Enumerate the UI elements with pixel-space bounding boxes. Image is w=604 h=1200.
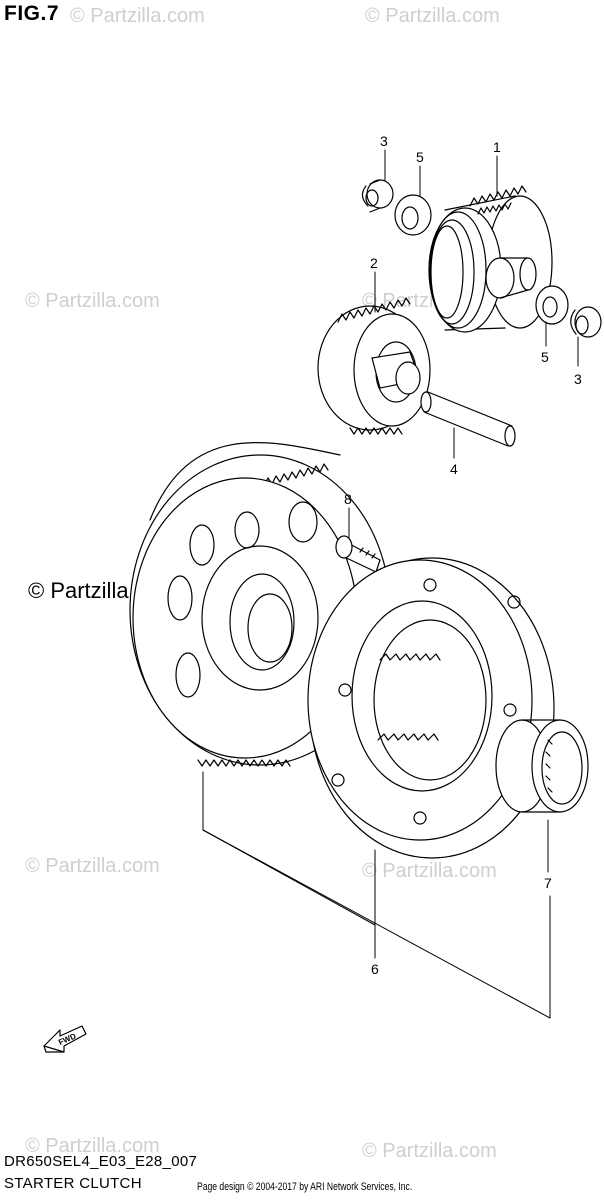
part-6-starter-clutch: [307, 557, 555, 859]
callout-1: 1: [493, 139, 501, 155]
callout-leaders: [202, 149, 579, 1019]
watermark: © Partzilla.com: [25, 855, 160, 877]
callout-6: 6: [371, 961, 379, 977]
callout-3: 3: [380, 133, 388, 149]
part-7-bearing: [495, 719, 589, 813]
watermark: © Partzilla.com: [362, 860, 497, 882]
watermark: © Partzilla.com: [25, 290, 160, 312]
watermark: © Partzilla.com: [25, 1135, 160, 1157]
figure-title: FIG.7: [4, 2, 60, 25]
callout-2: 2: [370, 255, 378, 271]
part-1-gear-cluster: [428, 185, 553, 333]
part-2-idler-gear: [317, 297, 431, 435]
group-title: STARTER CLUTCH: [4, 1175, 142, 1192]
callout-3: 3: [574, 371, 582, 387]
part-5-washer-top: [394, 194, 432, 236]
callout-7: 7: [544, 875, 552, 891]
callout-5: 5: [416, 149, 424, 165]
callout-5: 5: [541, 349, 549, 365]
callout-4: 4: [450, 461, 458, 477]
part-4-shaft: [420, 391, 516, 447]
part-5-washer-right: [535, 285, 569, 325]
copyright-notice: Page design © 2004-2017 by ARI Network S…: [197, 1181, 413, 1193]
fwd-arrow: [43, 1025, 87, 1053]
part-3-spacer-right: [570, 306, 602, 338]
watermark: © Partzilla.com: [70, 5, 205, 27]
callout-8: 8: [344, 491, 352, 507]
model-code: DR650SEL4_E03_E28_007: [4, 1153, 198, 1170]
part-3-spacer-top: [361, 179, 394, 213]
watermark: © Partzilla.com: [362, 1140, 497, 1162]
watermark: © Partzilla.com: [365, 5, 500, 27]
part-8-bolt: [335, 535, 381, 573]
